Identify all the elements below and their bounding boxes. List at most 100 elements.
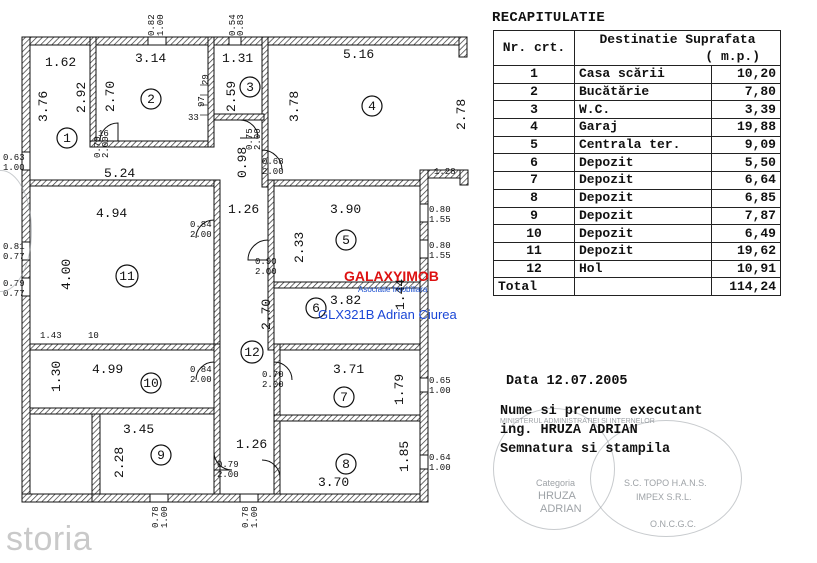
- stamp-company: [590, 420, 742, 537]
- staircase-lines: [200, 84, 208, 116]
- room-markers: [56, 76, 383, 475]
- executant-name: ing. HRUZA ADRIAN: [500, 423, 638, 438]
- dimension-label: 0.79: [217, 460, 239, 470]
- dimension-label: 1.00: [3, 163, 25, 173]
- header-unit: ( m.p.): [574, 48, 781, 66]
- dimension-label: 0.70: [262, 370, 284, 380]
- room-dimensions: 1.62 3.14 1.31 5.16 3.76 2.92 2.70 2.59 …: [36, 47, 469, 490]
- dimension-label: 0.80: [429, 205, 451, 215]
- dimension-label: 1.00: [429, 463, 451, 473]
- row-destinatie: Hol: [574, 259, 712, 279]
- row-destinatie: Depozit: [574, 206, 712, 226]
- dimension-label: 1.00: [250, 506, 260, 528]
- dimension-label: 0.78: [151, 506, 161, 528]
- opening-dimensions: 0.82 1.00 0.54 0.83 0.63 1.00 0.68 2.00 …: [3, 14, 451, 528]
- room-number: 5: [342, 233, 350, 248]
- dimension-label: 2.00: [255, 267, 277, 277]
- row-suprafata: 19,88: [710, 118, 782, 137]
- dimension-label: 0.98: [235, 147, 250, 178]
- row-suprafata: 6,64: [710, 171, 782, 190]
- dimension-label: 2.00: [217, 470, 239, 480]
- dimension-label: 2.00: [253, 128, 263, 150]
- dimension-label: 29: [201, 74, 211, 85]
- dimension-label: 3.76: [36, 91, 51, 122]
- dimension-label: 3.82: [330, 293, 361, 308]
- dimension-label: 2.28: [112, 447, 127, 478]
- row-number: 11: [493, 241, 575, 261]
- total-value: 114,24: [710, 277, 782, 296]
- header-unit-label: ( m.p.): [705, 48, 760, 64]
- stamp-company-text: S.C. TOPO H.A.N.S.: [624, 478, 707, 488]
- dimension-label: 4.00: [59, 259, 74, 290]
- header-nr: Nr. crt.: [493, 30, 575, 66]
- dimension-label: 5.24: [104, 166, 135, 181]
- room-number: 3: [246, 80, 254, 95]
- row-destinatie: Centrala ter.: [574, 135, 712, 155]
- inner-walls: [29, 36, 421, 495]
- dimension-label: 2.00: [190, 375, 212, 385]
- header-destinatie-label: Destinatie Suprafata: [599, 31, 756, 47]
- dimension-label: 1.31: [222, 51, 253, 66]
- dimension-label: 1.30: [49, 361, 64, 392]
- dimension-label: 3.90: [330, 202, 361, 217]
- row-suprafata: 5,50: [710, 153, 782, 173]
- room-number: 12: [244, 345, 260, 360]
- dimension-label: 3.70: [318, 475, 349, 490]
- dimension-label: 0.83: [236, 14, 246, 36]
- dimension-label: 2.00: [101, 136, 111, 158]
- dimension-label: 4.99: [92, 362, 123, 377]
- dimension-label: 1.28: [434, 167, 456, 177]
- row-number: 6: [493, 153, 575, 173]
- row-suprafata: 3,39: [710, 100, 782, 120]
- dimension-label: 10: [88, 331, 99, 341]
- dimension-label: 1.26: [228, 202, 259, 217]
- header-destinatie: Destinatie Suprafata: [574, 30, 781, 48]
- dimension-label: 2.70: [103, 81, 118, 112]
- dimension-label: 1.55: [429, 215, 451, 225]
- dimension-label: 1.44: [393, 279, 408, 310]
- dimension-label: 0.77: [3, 289, 25, 299]
- room-number: 4: [368, 99, 376, 114]
- dimension-label: 33: [188, 113, 199, 123]
- recap-header-row: Nr. crt. Destinatie Suprafata: [493, 30, 781, 66]
- row-suprafata: 9,09: [710, 135, 782, 155]
- stamp-authority-text: HRUZA: [538, 490, 576, 502]
- room-number: 10: [143, 376, 159, 391]
- row-suprafata: 6,49: [710, 224, 782, 243]
- stamp-authority-text: ADRIAN: [540, 503, 582, 515]
- agency-subtitle: Asociatie Imobiliara: [358, 285, 428, 294]
- dimension-label: 0.82: [147, 14, 157, 36]
- dimension-label: 0.78: [241, 506, 251, 528]
- dimension-label: 2.33: [292, 232, 307, 263]
- row-number: 3: [493, 100, 575, 120]
- dimension-label: 1.00: [429, 386, 451, 396]
- dimension-label: 2.00: [262, 380, 284, 390]
- doors: [99, 119, 293, 479]
- stamp-authority-text: Categoria: [536, 478, 576, 488]
- stamp-company-text: O.N.C.G.C.: [650, 519, 697, 529]
- dimension-label: 1.00: [156, 14, 166, 36]
- room-number: 6: [312, 301, 320, 316]
- dimension-label: 1.62: [45, 55, 76, 70]
- row-number: 1: [493, 65, 575, 84]
- dimension-label: 2.92: [74, 82, 89, 113]
- dimension-label: 0.90: [255, 257, 277, 267]
- dimension-label: 3.78: [287, 91, 302, 122]
- row-suprafata: 10,91: [710, 259, 782, 279]
- total-spacer: [574, 277, 712, 296]
- dimension-label: 0.65: [429, 376, 451, 386]
- dimension-label: 1.26: [236, 437, 267, 452]
- recap-title: RECAPITULATIE: [492, 10, 606, 26]
- dimension-label: 0.84: [190, 365, 212, 375]
- dimension-label: 0.80: [429, 241, 451, 251]
- dimension-label: 3.71: [333, 362, 364, 377]
- row-destinatie: Garaj: [574, 118, 712, 137]
- dimension-label: 3.14: [135, 51, 166, 66]
- stamp-authority-text: MINISTERUL ADMINISTRATIEI SI INTERNELOR: [500, 418, 655, 425]
- signature-line: Semnatura si stampila: [500, 442, 671, 457]
